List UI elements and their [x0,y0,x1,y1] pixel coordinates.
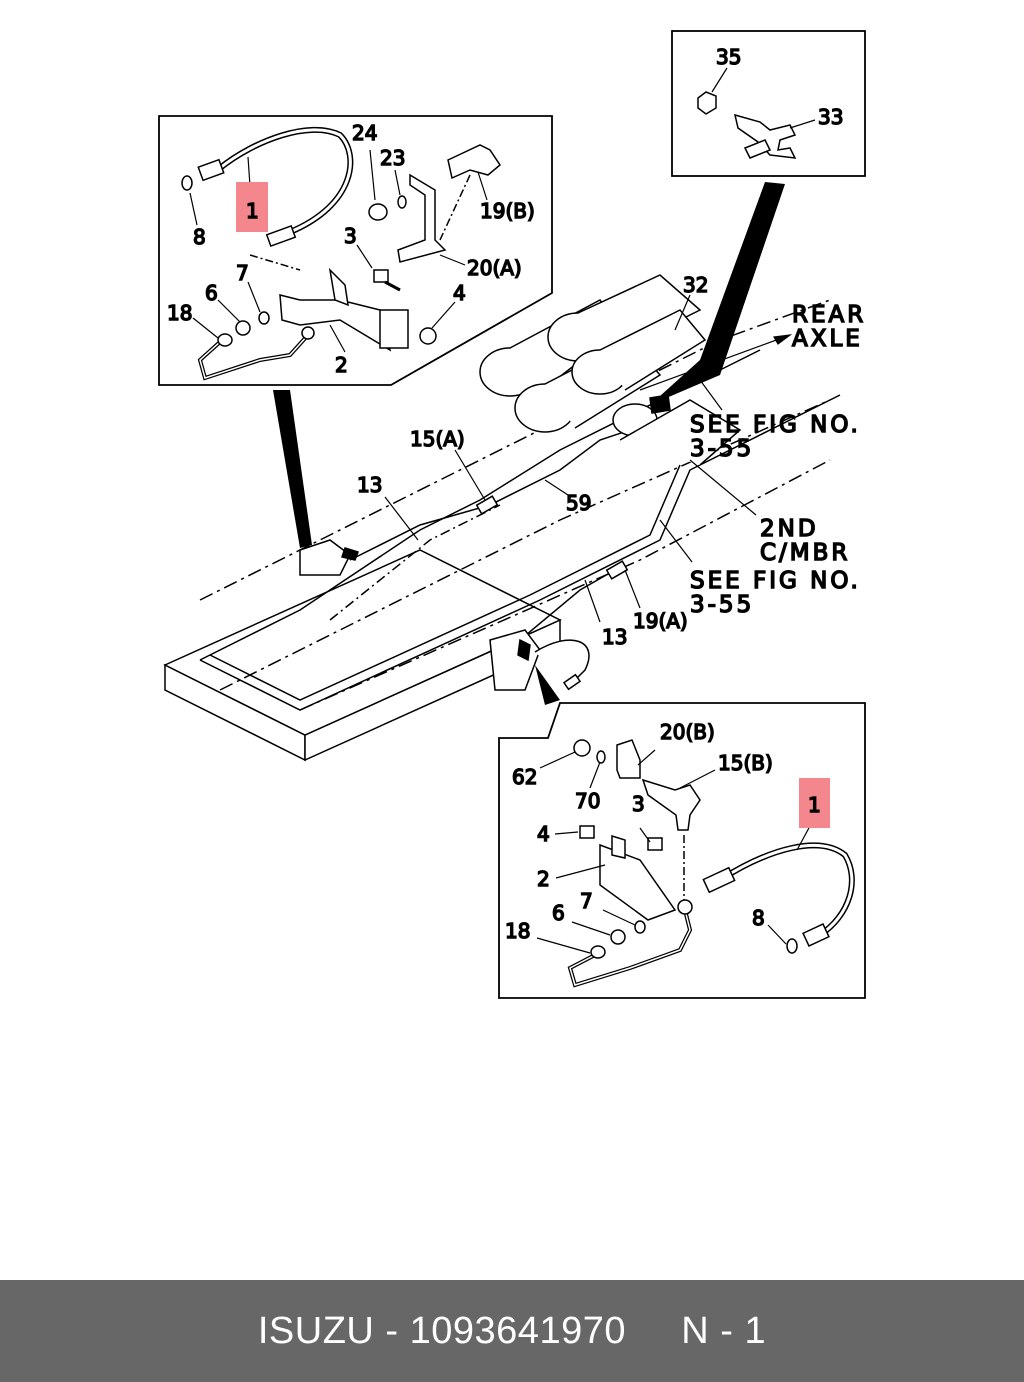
footer-position-code: N - 1 [681,1309,767,1352]
note-see-fig-b-line2: 3-55 [690,592,754,618]
pointer-top-detail [273,390,312,548]
footer-brand: ISUZU [257,1309,375,1352]
callout-59: 59 [566,491,591,515]
callout-15B: 15(B) [718,751,773,775]
callout-6-bottom: 6 [552,901,565,925]
highlight-callout-1-bottom [799,778,830,828]
callout-15A: 15(A) [410,427,465,451]
detail-bottom-right [498,702,866,999]
callout-33: 33 [818,105,843,129]
callout-4-bottom: 4 [537,822,550,846]
callout-3-top: 3 [344,224,357,248]
main-leaders [384,294,793,623]
footer-gap [626,1310,681,1353]
detail-top-left [158,115,553,386]
pointer-bottom-detail [535,665,560,705]
frame-bracket-front [299,539,359,576]
footer-part-number: 1093641970 [409,1309,626,1352]
callout-18-bottom: 18 [505,919,530,943]
note-see-fig-a-line1: SEE FIG NO. [690,412,861,438]
callout-70: 70 [575,789,600,813]
callout-24: 24 [352,121,377,145]
callout-19B: 19(B) [480,199,535,223]
callout-23: 23 [380,146,405,170]
callout-13-lower: 13 [602,625,627,649]
callout-20B: 20(B) [660,720,715,744]
footer-separator: - [374,1309,410,1352]
frame-bracket-rear [489,629,590,691]
callout-19A: 19(A) [633,609,688,633]
connector-15A [475,495,499,515]
note-2nd-cmbr-line1: 2ND [760,516,819,542]
parts-diagram: 32 15(A) 13 59 19(A) 13 REAR AXLE SEE FI… [158,30,866,999]
callout-8-bottom: 8 [752,906,765,930]
callout-2-bottom: 2 [537,867,550,891]
callout-32: 32 [683,273,708,297]
callout-13-upper: 13 [357,473,382,497]
callout-20A: 20(A) [467,256,522,280]
callout-35: 35 [716,45,741,69]
callout-8-top: 8 [193,225,206,249]
callout-6-top: 6 [205,281,218,305]
air-tanks [479,274,742,466]
pointer-tee-detail [650,182,785,405]
tee-on-tank [649,394,671,414]
callout-4-top: 4 [453,281,466,305]
callout-62: 62 [512,765,537,789]
callout-1-bottom: 1 [808,793,821,817]
detail-tee [671,30,866,177]
callout-7-bottom: 7 [580,889,593,913]
note-rear-axle-line2: AXLE [792,326,863,352]
note-see-fig-b-line1: SEE FIG NO. [690,568,861,594]
connector-19A [605,560,629,580]
highlight-callout-1-top [236,182,268,232]
callout-3-bottom: 3 [632,792,645,816]
callout-18-top: 18 [167,301,192,325]
note-2nd-cmbr-line2: C/MBR [760,540,850,566]
callout-2-top: 2 [335,353,348,377]
part-info-footer: ISUZU - 1093641970 N - 1 [0,1280,1024,1382]
note-see-fig-a-line2: 3-55 [690,436,754,462]
note-rear-axle-line1: REAR [792,302,866,328]
callout-7-top: 7 [236,261,249,285]
callout-1-top: 1 [246,199,259,223]
